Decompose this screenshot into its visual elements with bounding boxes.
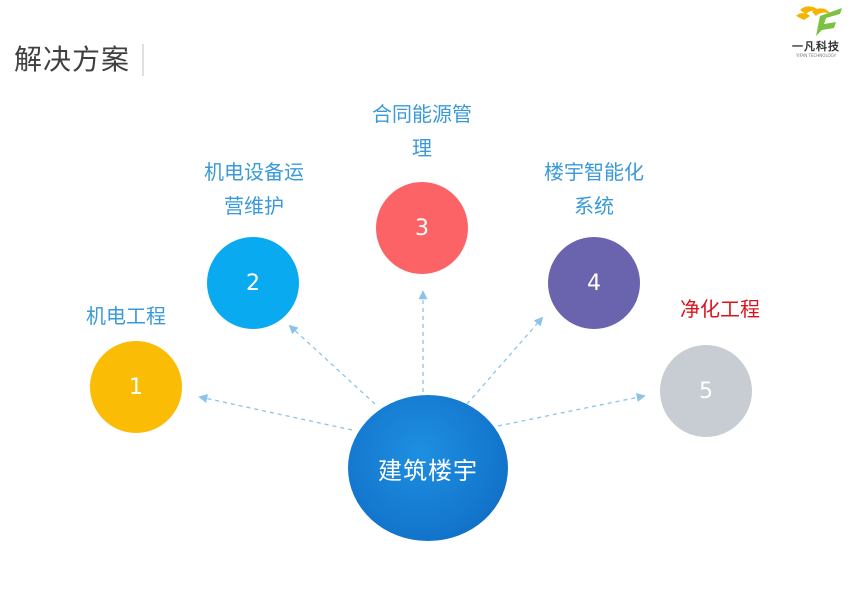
node-2-number: 2 [246, 270, 260, 296]
node-2-label-line1: 机电设备运 [204, 160, 304, 184]
node-2-label-line2: 营维护 [224, 194, 284, 218]
node-1-label: 机电工程 [70, 299, 182, 333]
node-1-circle: 1 [90, 341, 182, 433]
title-divider [142, 44, 144, 76]
arrow-to-node-2 [288, 324, 376, 405]
node-1-label-text: 机电工程 [86, 304, 166, 328]
arrow-to-node-5 [497, 393, 646, 427]
logo-name: 一凡科技 [792, 40, 840, 53]
node-5-circle: 5 [660, 345, 752, 437]
node-4-label: 楼宇智能化 系统 [532, 155, 656, 223]
node-4-label-line1: 楼宇智能化 [544, 160, 644, 184]
node-3-label-line2: 理 [412, 136, 432, 160]
node-5-number: 5 [699, 378, 713, 404]
node-4-number: 4 [587, 270, 601, 296]
arrow-to-node-1 [198, 394, 353, 431]
logo-subtitle: YIFAN TECHNOLOGY [795, 53, 837, 58]
company-logo-icon [796, 6, 842, 36]
center-node: 建筑楼宇 [348, 395, 508, 541]
node-5-label: 净化工程 [664, 292, 776, 326]
node-3-circle: 3 [376, 182, 468, 274]
arrow-to-node-4 [466, 316, 544, 405]
node-3-label-line1: 合同能源管 [372, 102, 472, 126]
node-4-circle: 4 [548, 237, 640, 329]
page-title: 解决方案 [14, 43, 131, 76]
node-5-label-text: 净化工程 [680, 297, 760, 321]
node-2-label: 机电设备运 营维护 [192, 155, 316, 223]
node-2-circle: 2 [207, 237, 299, 329]
center-node-label: 建筑楼宇 [378, 456, 478, 485]
node-3-number: 3 [415, 215, 429, 241]
node-1-number: 1 [129, 374, 143, 400]
node-3-label: 合同能源管 理 [360, 97, 484, 165]
node-4-label-line2: 系统 [574, 194, 614, 218]
